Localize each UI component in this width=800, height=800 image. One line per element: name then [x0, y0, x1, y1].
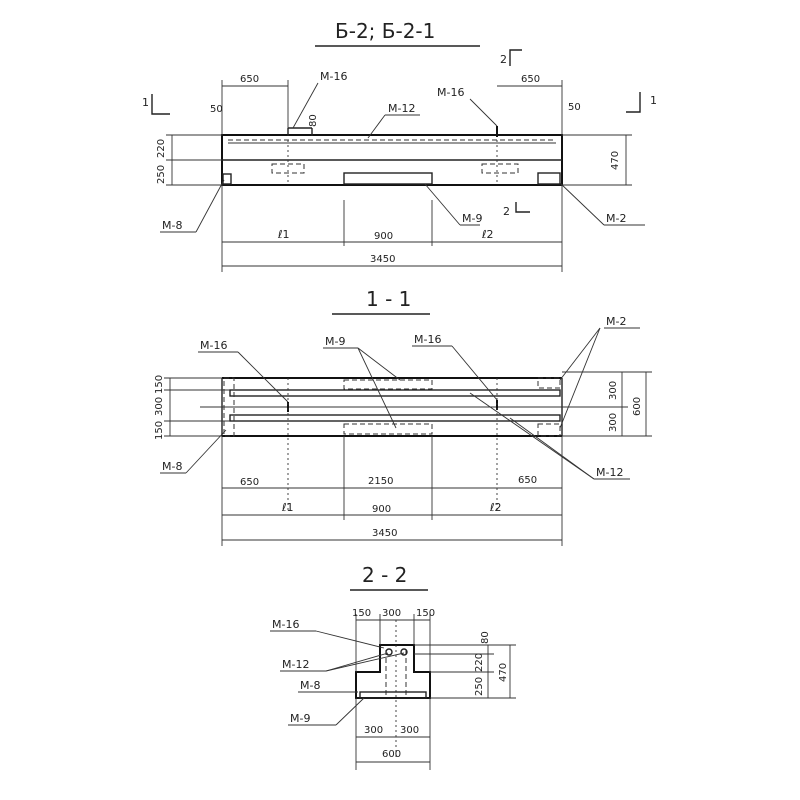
s11-dim-300: 300 — [154, 397, 165, 416]
s22-label-m9: М-9 — [290, 712, 310, 725]
s11-dim-150-top: 150 — [154, 375, 165, 394]
s11-dim-650-left: 650 — [240, 477, 259, 488]
s22-dim-600: 600 — [382, 749, 401, 760]
elev-label-m16-left: М-16 — [320, 70, 347, 83]
s11-dim-300-right-top: 300 — [608, 381, 619, 400]
s11-dim-900: 900 — [372, 504, 391, 515]
elev-dim-l2: ℓ2 — [481, 228, 494, 241]
s22-dim-300-right: 300 — [400, 725, 419, 736]
web-top — [229, 389, 561, 397]
elev-dim-3450: 3450 — [370, 254, 395, 265]
s11-dim-l2: ℓ2 — [489, 501, 502, 514]
marking-left — [271, 163, 305, 174]
s11-label-m2: М-2 — [606, 315, 626, 328]
s11-dim-650-right: 650 — [518, 475, 537, 486]
cut-mark-1-left-label: 1 — [142, 96, 149, 109]
rebar-dot-right — [400, 648, 408, 656]
cut-mark-2-top: 2 — [500, 49, 522, 66]
elev-dim-900: 900 — [374, 231, 393, 242]
elev-dim-250: 250 — [156, 165, 167, 184]
cut-mark-1-right-label: 1 — [650, 94, 657, 107]
plate-m8-end — [223, 377, 235, 437]
plate-m9-bottom — [343, 423, 433, 435]
plate-m8 — [222, 173, 232, 185]
s22-dim-150-right: 150 — [416, 608, 435, 619]
plate-m9 — [343, 172, 433, 185]
s22-dim-250: 250 — [474, 677, 485, 696]
s11-dim-3450: 3450 — [372, 528, 397, 539]
elev-dim-650-right: 650 — [521, 74, 540, 85]
rebar-dot-left — [385, 648, 393, 656]
section-2-body — [355, 620, 431, 760]
s11-label-m8: М-8 — [162, 460, 182, 473]
elev-label-m12: М-12 — [388, 102, 415, 115]
elev-dim-80: 80 — [308, 114, 319, 127]
s22-label-m8: М-8 — [300, 679, 320, 692]
s22-label-m16: М-16 — [272, 618, 299, 631]
s11-dim-l1: ℓ1 — [281, 501, 294, 514]
s11-label-m12: М-12 — [596, 466, 623, 479]
elev-label-m9: М-9 — [462, 212, 482, 225]
plate-m9-top — [343, 379, 433, 390]
s11-dim-150-bottom: 150 — [154, 421, 165, 440]
s22-label-m12: М-12 — [282, 658, 309, 671]
elev-label-m8: М-8 — [162, 219, 182, 232]
section-1-body — [200, 377, 563, 510]
marking-right — [481, 163, 519, 174]
s11-label-m16-right: М-16 — [414, 333, 441, 346]
cut-mark-2-bottom-label: 2 — [503, 205, 510, 218]
plate-m2-bottom — [537, 423, 561, 437]
web-bottom — [229, 414, 561, 422]
s22-dim-150-left: 150 — [352, 608, 371, 619]
s22-dim-300-left: 300 — [364, 725, 383, 736]
s11-label-m9: М-9 — [325, 335, 345, 348]
elev-label-m2: М-2 — [606, 212, 626, 225]
cut-mark-2-bottom: 2 — [503, 202, 530, 218]
s22-dim-220: 220 — [474, 653, 485, 672]
plate-m9-base — [359, 691, 427, 699]
section-1-title: 1 - 1 — [366, 287, 411, 311]
plate-m2-top — [537, 377, 561, 389]
elev-dim-470: 470 — [610, 151, 621, 170]
s22-dim-470: 470 — [498, 663, 509, 682]
s11-label-m16-left: М-16 — [200, 339, 227, 352]
elev-dim-650-left: 650 — [240, 74, 259, 85]
plan-title: Б-2; Б-2-1 — [335, 19, 435, 43]
elev-label-m16-right: М-16 — [437, 86, 464, 99]
section-2-outline — [355, 644, 431, 699]
elev-dim-50-left: 50 — [210, 104, 223, 115]
elev-dim-l1: ℓ1 — [277, 228, 290, 241]
elev-dim-50-right: 50 — [568, 102, 581, 113]
section-2-title: 2 - 2 — [362, 563, 407, 587]
cut-mark-2-label: 2 — [500, 53, 507, 66]
s11-dim-2150: 2150 — [368, 476, 393, 487]
cut-mark-1-right: 1 — [626, 92, 657, 113]
s22-dim-80: 80 — [480, 631, 491, 644]
s11-dim-600: 600 — [632, 397, 643, 416]
elevation-beam — [221, 126, 563, 186]
s22-dim-300: 300 — [382, 608, 401, 619]
s11-dim-300-right-bottom: 300 — [608, 413, 619, 432]
plate-m2 — [537, 172, 561, 185]
cut-mark-1-left: 1 — [142, 94, 170, 115]
elev-dim-220: 220 — [156, 139, 167, 158]
